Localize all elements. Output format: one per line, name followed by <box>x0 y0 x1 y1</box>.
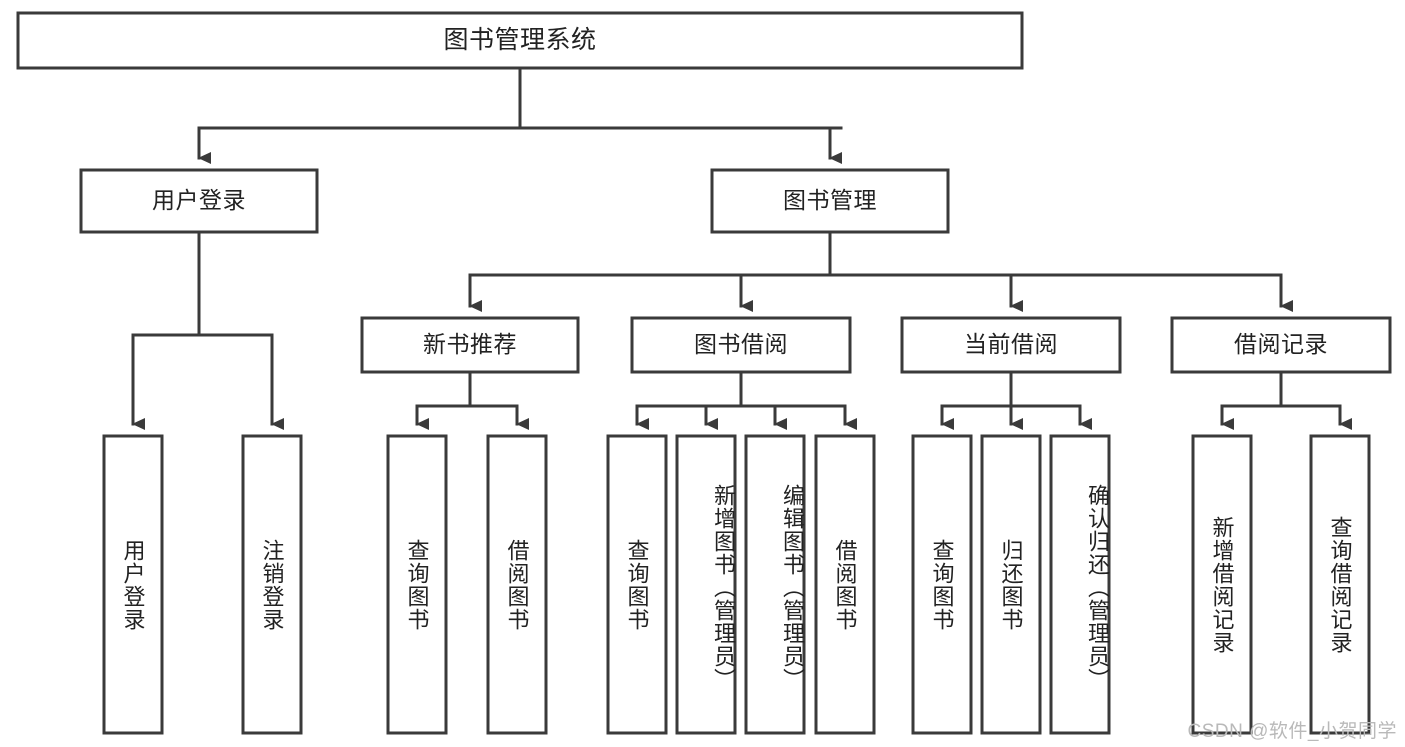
leaf-box-current-borrow-2[interactable] <box>1049 434 1111 735</box>
leaf-box-new-book-1[interactable] <box>486 434 548 735</box>
node-box-user-login[interactable] <box>79 168 319 234</box>
connector-currentborrow-to-leaves <box>940 370 1092 430</box>
leaf-box-current-borrow-1[interactable] <box>980 434 1042 735</box>
connector-bookmgmt-to-level3 <box>468 230 1293 312</box>
node-box-book-management[interactable] <box>710 168 950 234</box>
node-box-book-borrow[interactable] <box>630 316 852 374</box>
connector-newbook-to-leaves <box>415 370 529 430</box>
node-box-current-borrow[interactable] <box>900 316 1122 374</box>
leaf-box-user-login-0[interactable] <box>102 434 164 735</box>
connector-userlogin-to-leaves <box>131 230 284 430</box>
watermark-text: CSDN @软件_小贺同学 <box>1187 721 1397 742</box>
leaf-box-book-borrow-1[interactable] <box>675 434 737 735</box>
node-box-new-book-recommend[interactable] <box>360 316 580 374</box>
leaf-box-current-borrow-0[interactable] <box>911 434 973 735</box>
leaf-box-borrow-record-0[interactable] <box>1191 434 1253 735</box>
connector-borrowrecord-to-leaves <box>1220 370 1352 430</box>
connector-bookborrow-to-leaves <box>635 370 857 430</box>
leaf-box-book-borrow-0[interactable] <box>606 434 668 735</box>
leaf-box-user-login-1[interactable] <box>241 434 303 735</box>
leaf-box-borrow-record-1[interactable] <box>1309 434 1371 735</box>
node-box-root[interactable] <box>16 11 1024 70</box>
node-box-borrow-record[interactable] <box>1170 316 1392 374</box>
leaf-box-book-borrow-2[interactable] <box>744 434 806 735</box>
leaf-box-book-borrow-3[interactable] <box>814 434 876 735</box>
leaf-box-new-book-0[interactable] <box>386 434 448 735</box>
connector-root-to-level2 <box>197 66 843 164</box>
